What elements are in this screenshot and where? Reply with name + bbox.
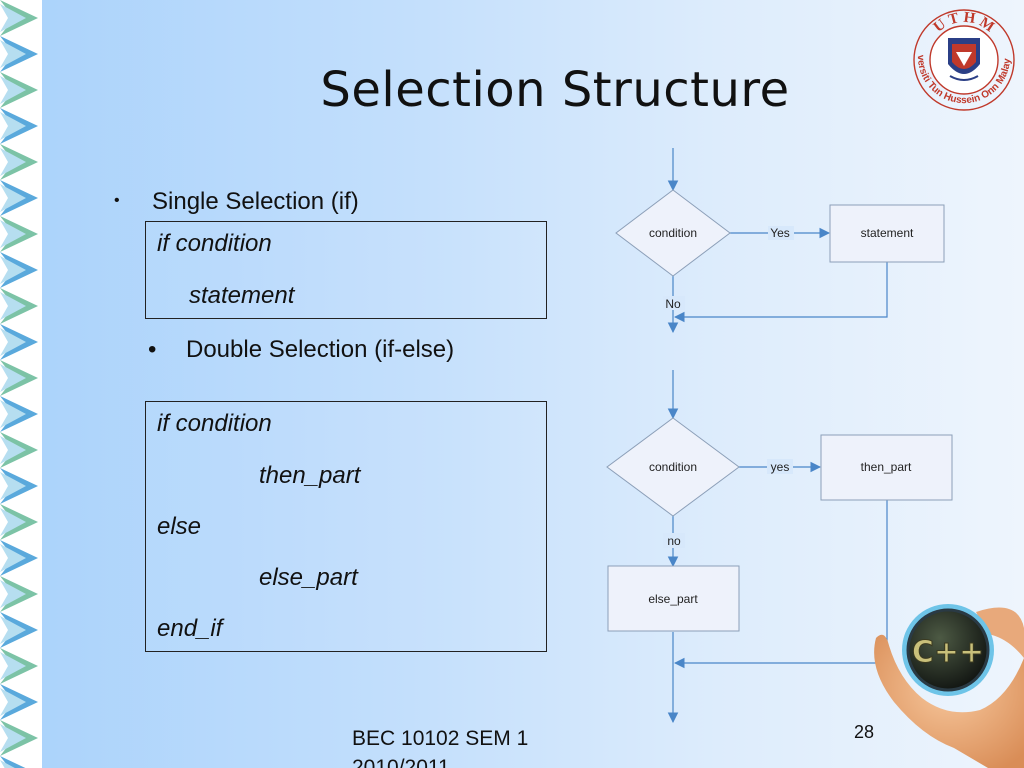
flow1-statement-box	[829, 204, 945, 263]
chevron-highlight	[0, 400, 26, 428]
flow2-no-label: no	[667, 534, 681, 548]
double-selection-label: Double Selection (if-else)	[186, 336, 455, 363]
chevron-highlight	[0, 652, 26, 680]
chevron-highlight	[0, 544, 26, 572]
single-selection-label: Single Selection (if)	[152, 188, 359, 215]
double-code-line-1: if condition	[157, 410, 272, 437]
chevron-highlight	[0, 220, 26, 248]
double-code-line-2: then_part	[259, 462, 361, 489]
chevron-highlight	[0, 364, 26, 392]
flow2-then-box	[820, 434, 953, 501]
chevron-highlight	[0, 328, 26, 356]
double-code-line-3: else	[157, 513, 202, 540]
flow1-yes-label: Yes	[770, 226, 790, 240]
chevron-highlight	[0, 724, 26, 752]
cpp-hands-image: C++	[874, 604, 1024, 768]
double-code-box: if condition then_part else else_part en…	[145, 401, 547, 652]
chevron-highlight	[0, 688, 26, 716]
flow2-else-box	[607, 565, 740, 632]
flow2-condition-diamond	[606, 417, 740, 517]
chevron-highlight	[0, 292, 26, 320]
single-code-box: if condition statement	[145, 221, 547, 319]
flow2-condition-label: condition	[649, 460, 697, 474]
chevron-highlight	[0, 616, 26, 644]
chevron-border	[0, 0, 42, 768]
flow1-statement-label: statement	[861, 226, 914, 240]
single-code-line-2: statement	[189, 282, 295, 309]
uthm-logo: U T H M Universiti Tun Hussein Onn Malay…	[904, 2, 1015, 111]
chevron-highlight	[0, 40, 26, 68]
chevron-highlight	[0, 436, 26, 464]
flow2-else-label: else_part	[648, 592, 698, 606]
flow1-condition-label: condition	[649, 226, 697, 240]
chevron-highlight	[0, 580, 26, 608]
chevron-shape	[0, 756, 26, 768]
flow2-yes-label: yes	[771, 460, 790, 474]
bullet-dot: •	[148, 336, 157, 363]
flow1-return-arrow	[673, 262, 888, 323]
chevron-highlight	[0, 4, 26, 32]
chevron-highlight	[0, 148, 26, 176]
chevron-highlight	[0, 256, 26, 284]
double-code-line-5: end_if	[157, 615, 223, 642]
footer-course-code: BEC 10102 SEM 1 2010/2011	[352, 727, 529, 768]
slide-title: Selection Structure	[320, 62, 790, 118]
chevron-highlight	[0, 76, 26, 104]
double-code-line-4: else_part	[259, 564, 358, 591]
chevron-highlight	[0, 112, 26, 140]
cpp-badge-text: C++	[912, 635, 984, 670]
flow2-then-label: then_part	[861, 460, 912, 474]
chevron-highlight	[0, 184, 26, 212]
chevron-highlight	[0, 472, 26, 500]
bullet-dot: •	[114, 192, 120, 209]
flow1-no-label: No	[665, 297, 681, 311]
chevron-highlight	[0, 760, 15, 768]
flowchart-double	[667, 370, 888, 724]
page-number: 28	[854, 722, 875, 742]
single-code-line-1: if condition	[157, 230, 272, 257]
flow1-condition-diamond	[615, 189, 731, 277]
chevron-highlight	[0, 508, 26, 536]
